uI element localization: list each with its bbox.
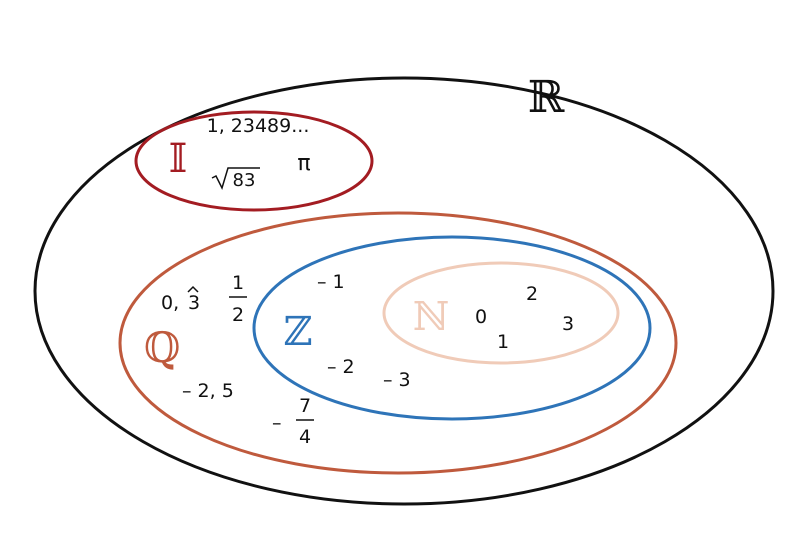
negative-fraction-sign: – bbox=[272, 412, 282, 434]
half-numerator: 1 bbox=[232, 272, 244, 294]
negative-fraction-denominator: 4 bbox=[299, 426, 311, 448]
irrational-pi: π bbox=[297, 151, 310, 176]
rationals-set-symbol: ℚ bbox=[144, 323, 181, 372]
square-root-sign bbox=[211, 167, 260, 191]
naturals-set-boundary bbox=[382, 261, 620, 365]
natural-three: 3 bbox=[562, 313, 574, 335]
integer-negative-three: – 3 bbox=[383, 369, 411, 391]
irrationals-set-symbol: 𝕀 bbox=[169, 136, 188, 182]
integer-negative-two: – 2 bbox=[327, 356, 355, 378]
natural-zero: 0 bbox=[475, 306, 487, 328]
naturals-set-symbol: ℕ bbox=[413, 294, 450, 340]
natural-two: 2 bbox=[526, 283, 538, 305]
rational-negative-decimal: – 2, 5 bbox=[182, 380, 234, 402]
repeating-decimal-whole: 0, bbox=[161, 292, 179, 314]
half-denominator: 2 bbox=[232, 304, 244, 326]
reals-set-symbol: ℝ bbox=[528, 72, 565, 123]
irrationals-set-boundary bbox=[134, 110, 374, 212]
negative-fraction-numerator: 7 bbox=[299, 395, 311, 417]
repeating-decimal-digit: 3 bbox=[188, 292, 200, 314]
natural-one: 1 bbox=[497, 331, 509, 353]
rationals-set-boundary bbox=[118, 211, 678, 475]
integers-set-boundary bbox=[252, 235, 652, 421]
irrational-decimal: 1, 23489... bbox=[207, 115, 310, 137]
square-root-radicand: 83 bbox=[233, 170, 256, 191]
integer-negative-one: – 1 bbox=[317, 271, 345, 293]
rational-repeating-decimal: 0, 3 bbox=[161, 285, 200, 314]
integers-set-symbol: ℤ bbox=[283, 309, 312, 355]
irrational-square-root: 83 bbox=[211, 167, 260, 191]
reals-set-boundary bbox=[33, 76, 775, 506]
rational-fraction-half: 1 2 bbox=[229, 272, 247, 326]
rational-negative-fraction: – 7 4 bbox=[272, 395, 314, 448]
repeating-mark bbox=[187, 285, 199, 293]
